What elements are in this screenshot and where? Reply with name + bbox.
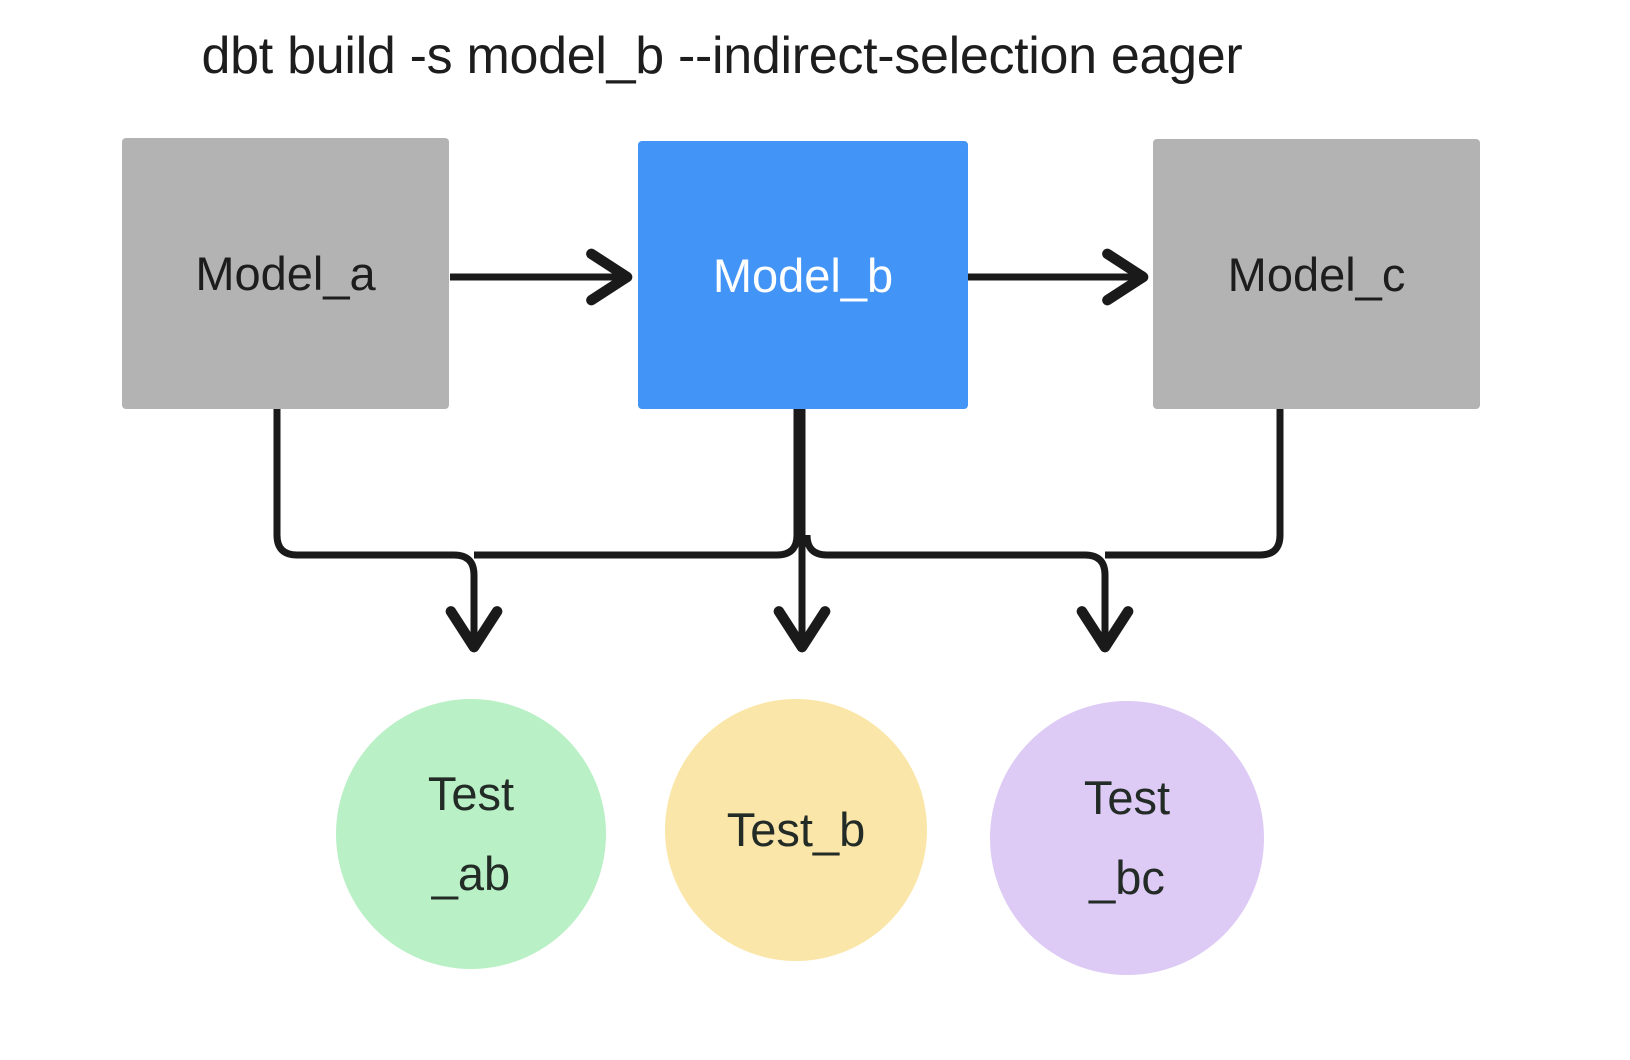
- node-model-a[interactable]: Model_a: [122, 138, 449, 409]
- diagram-title: dbt build -s model_b --indirect-selectio…: [201, 27, 1243, 85]
- node-test-b-label-line1: Test_b: [726, 803, 866, 857]
- node-test-bc-label-line1: Test: [1083, 771, 1171, 825]
- node-test-ab-label-line2: _ab: [431, 847, 511, 900]
- node-model-a-label: Model_a: [195, 247, 376, 300]
- edge-model-b-to-test-bc: [803, 534, 1134, 653]
- node-model-b[interactable]: Model_b: [638, 141, 968, 409]
- node-model-c[interactable]: Model_c: [1153, 139, 1480, 409]
- node-test-bc[interactable]: Test _bc: [990, 701, 1264, 975]
- edge-model-b-to-test-ab: [474, 409, 801, 559]
- node-test-ab-label-line1: Test: [427, 767, 515, 821]
- node-model-b-label: Model_b: [712, 248, 894, 302]
- node-test-bc-label-line2: _bc: [1089, 851, 1165, 904]
- node-model-c-label: Model_c: [1227, 247, 1406, 301]
- node-test-b[interactable]: Test_b: [665, 699, 927, 961]
- edge-model-c-to-test-bc: [1105, 409, 1284, 559]
- node-test-ab[interactable]: Test _ab: [336, 699, 606, 969]
- edge-model-a-to-test-ab: [273, 409, 503, 653]
